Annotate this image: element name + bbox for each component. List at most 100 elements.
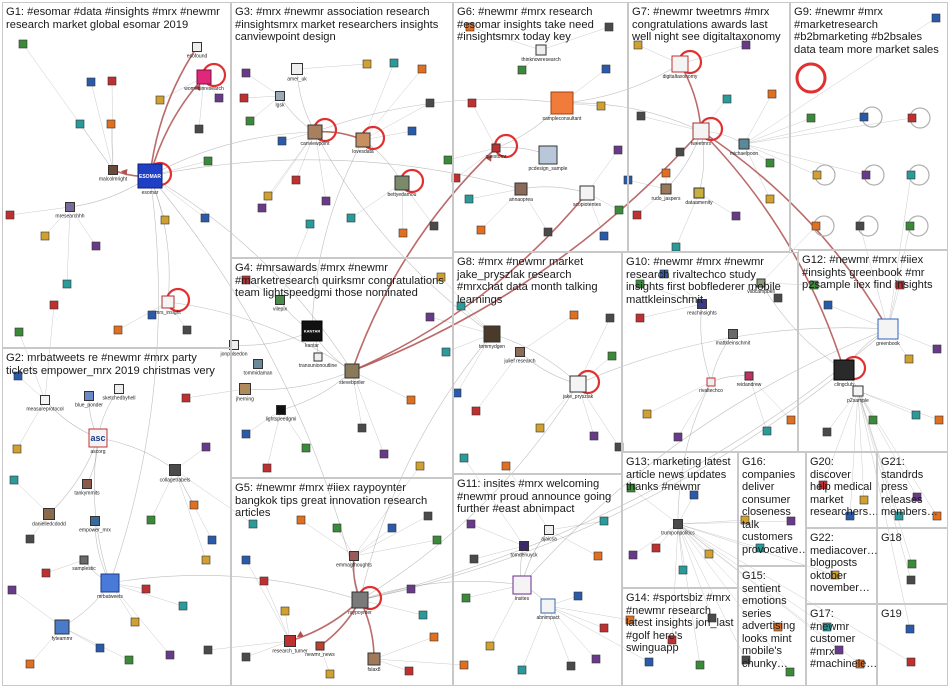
node-empower_mrx [90,516,100,526]
node [467,98,477,108]
node [113,325,123,335]
node [147,310,157,320]
node-collagetrabels [169,464,181,476]
node [207,535,217,545]
node [765,194,775,204]
edge-spoke [639,303,703,319]
node-bettyedamou [394,175,410,191]
edge-spoke [362,102,431,141]
node [407,126,417,136]
node [626,483,636,493]
node-label-trumponpolitics: trumponpolitics [661,531,695,537]
edge-spoke [69,206,97,247]
edge-esomar-esofound [149,46,198,177]
edge-spoke [677,520,792,525]
node [280,606,290,616]
node-measureprotocol [40,395,50,405]
edge-spoke [677,523,710,555]
edge-spoke [319,645,331,675]
node [907,559,917,569]
node [425,312,435,322]
edge-spoke [110,123,114,171]
node-label-fslax8: fslax8 [367,667,380,673]
edge-spoke [677,523,713,619]
edge-stevebpriler-jherning [244,370,353,390]
edge-spoke [743,117,812,145]
node [325,669,335,679]
node [194,124,204,134]
edge-spoke [547,605,597,660]
node [459,660,469,670]
node-label-research_turner: research_turner [272,649,308,655]
edge-spoke [547,605,572,667]
edge-spoke [447,147,497,161]
node [471,406,481,416]
edge-spoke [677,523,912,663]
edge-spoke [429,316,493,335]
node-label-newmr_news: newmr_news [305,652,335,658]
edge-spoke [401,182,404,234]
node [245,116,255,126]
node [907,113,917,123]
node-clingclub [833,359,855,381]
node [429,221,439,231]
node [332,523,342,533]
edge-spoke [677,523,747,661]
edge-spoke [11,589,63,628]
node-label-rivaltechco: rivaltechco [699,388,723,394]
node-rivaltechco [706,377,716,387]
node [86,77,96,87]
node-label-mresearchhh: mresearchhh [55,214,84,220]
edge-tommydgen-canviewpoint [314,131,493,335]
node [25,534,35,544]
node-label-annaoprea: annaoprea [509,197,533,203]
node-womeninresearch [196,69,212,85]
node [91,241,101,251]
edge-spoke [174,469,207,561]
node-label-p2sample: p2sample [847,398,869,404]
node-julief_research [515,347,525,357]
node [501,461,511,471]
node [635,313,645,323]
edge-spoke [547,605,650,663]
node [601,64,611,74]
node [200,213,210,223]
edge-spoke [677,523,828,628]
edge-spoke [373,658,465,666]
node-thinknowresearch [535,44,547,56]
node [418,610,428,620]
node-label-lightspeedgmi: lightspeedgmi [266,417,297,423]
node-emmagthoughts [349,551,359,561]
edge-tweetmrs-stevebpriler [351,130,702,372]
group-box-g13 [622,452,738,588]
node-dataamenity [693,187,705,199]
node [160,215,170,225]
node [107,76,117,86]
node [362,59,372,69]
group-box-g18 [877,528,948,604]
node-label-thinknowresearch: thinknowresearch [521,57,560,63]
node-label-mrs_insight: mrs_insight [155,310,181,316]
edge-spoke [677,381,712,438]
node [811,221,821,231]
node-mresearchhh [65,202,75,212]
node-abnimpact [540,598,556,614]
edge-spoke [473,545,525,560]
node-label-bettyedamou: bettyedamou [388,192,417,198]
edge-spoke [887,174,912,330]
node-label-samplestic: samplestic [72,566,96,572]
edge-raypoynter-tommydgen [359,333,493,601]
node-scopiotentes [579,185,595,201]
edge-digitaltaxonomy-sampleconsultant [561,63,681,104]
edge-esomar-mrbatweets [109,175,159,584]
node [905,624,915,634]
node [432,535,442,545]
node [456,301,466,311]
node [786,516,796,526]
node-layer [5,13,944,679]
node-label-lgsk: lgsk [276,103,285,109]
logo-esomar: ESOMAR [139,174,161,180]
node [182,325,192,335]
node [661,168,671,178]
edge-spoke [857,390,900,517]
